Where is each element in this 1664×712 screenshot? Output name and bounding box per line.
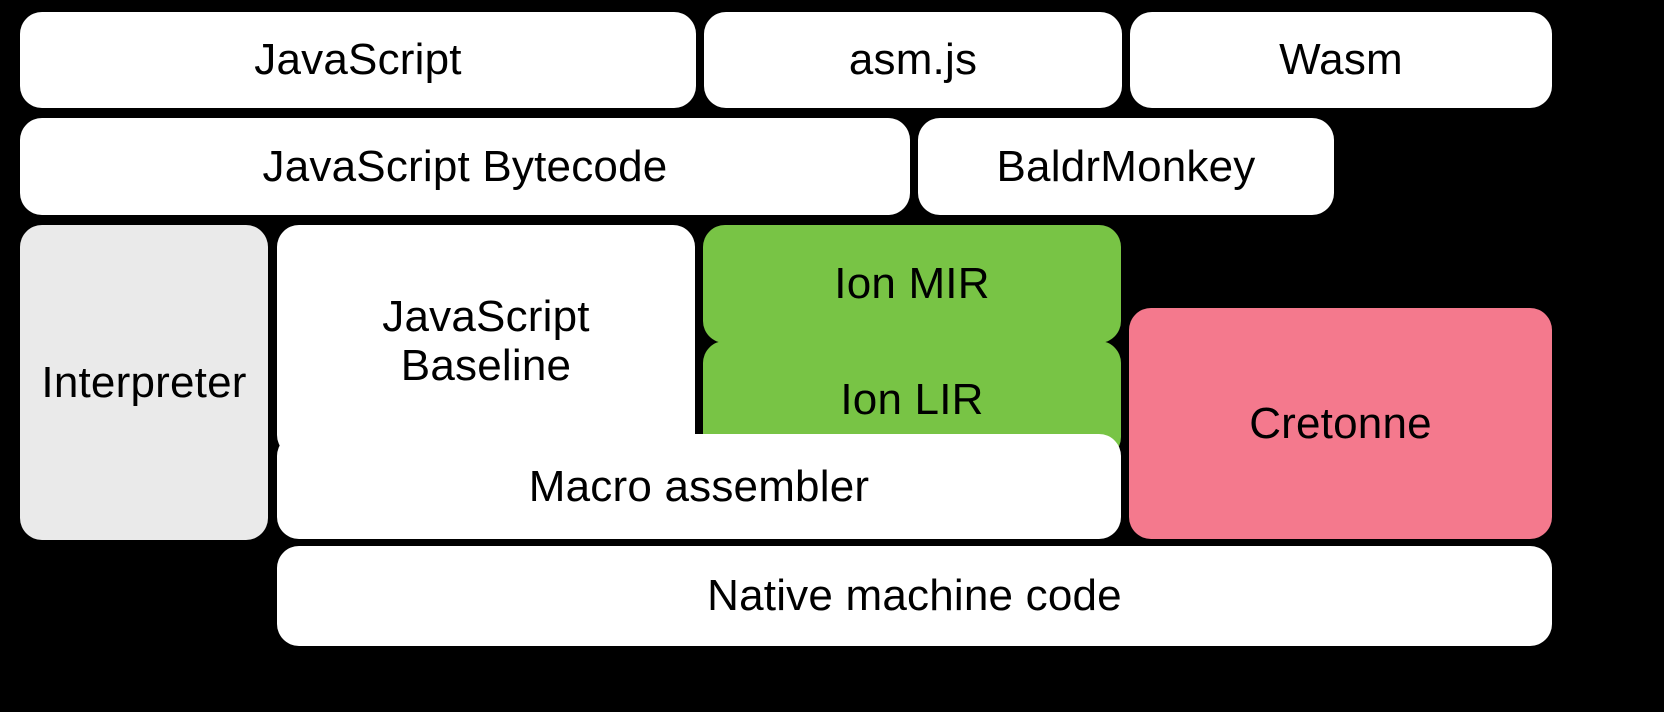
node-label: Ion MIR	[834, 259, 990, 309]
node-native-machine-code: Native machine code	[277, 546, 1552, 646]
node-label: Interpreter	[41, 357, 247, 407]
node-label: asm.js	[848, 35, 978, 85]
node-label: Wasm	[1279, 35, 1403, 85]
node-javascript-baseline: JavaScript Baseline	[277, 225, 695, 457]
node-label: Native machine code	[707, 571, 1122, 621]
node-label: JavaScript Bytecode	[262, 141, 668, 191]
node-javascript: JavaScript	[20, 12, 696, 108]
node-label: JavaScript Baseline	[382, 291, 590, 390]
node-baldrmonkey: BaldrMonkey	[918, 118, 1334, 215]
node-wasm: Wasm	[1130, 12, 1552, 108]
node-label: BaldrMonkey	[996, 141, 1256, 191]
node-interpreter: Interpreter	[20, 225, 268, 540]
node-macro-assembler: Macro assembler	[277, 434, 1121, 539]
node-asm-js: asm.js	[704, 12, 1122, 108]
node-cretonne: Cretonne	[1129, 308, 1552, 539]
node-label: Cretonne	[1249, 398, 1432, 448]
node-label: JavaScript	[254, 35, 462, 85]
node-label: Ion LIR	[840, 375, 984, 425]
node-label: Macro assembler	[528, 461, 870, 511]
node-javascript-bytecode: JavaScript Bytecode	[20, 118, 910, 215]
node-ion-mir: Ion MIR	[703, 225, 1121, 343]
